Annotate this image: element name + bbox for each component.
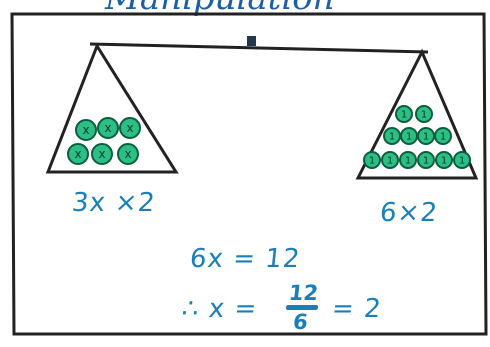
svg-text:1: 1 [389,132,395,143]
equation-line-1: 6x = 12 [188,244,302,274]
fraction-numerator: 12 [287,281,320,305]
right-ball: 1 [435,151,453,169]
svg-text:1: 1 [441,156,447,167]
right-ball: 1 [415,105,433,123]
svg-text:1: 1 [440,132,446,143]
left-pan-caption: 3x ×2 [70,188,158,218]
svg-text:1: 1 [369,156,375,167]
svg-text:1: 1 [421,110,427,121]
svg-text:1: 1 [387,156,393,167]
right-ball: 1 [400,127,418,145]
equation-line-2-lhs: ∴ x = [180,294,259,324]
right-ball: 1 [434,127,452,145]
svg-text:1: 1 [405,156,411,167]
svg-text:x: x [82,123,89,137]
scale-pivot [247,36,256,46]
scale-beam [89,42,429,54]
frame-border [10,12,488,336]
right-ball: 1 [383,127,401,145]
svg-text:x: x [126,121,133,135]
right-pan [355,48,479,180]
svg-text:x: x [124,147,131,161]
svg-text:1: 1 [406,132,412,143]
right-ball: 1 [395,105,413,123]
svg-text:1: 1 [401,110,407,121]
right-ball: 1 [417,151,435,169]
left-ball: x [97,117,119,139]
right-ball: 1 [399,151,417,169]
right-ball: 1 [417,127,435,145]
svg-text:1: 1 [423,132,429,143]
left-ball: x [119,117,141,139]
svg-text:1: 1 [459,156,465,167]
svg-text:x: x [98,147,105,161]
left-ball: x [91,143,113,165]
right-ball: 1 [381,151,399,169]
right-pan-caption: 6×2 [378,198,440,228]
left-ball: x [67,143,89,165]
fraction: 12 6 [281,281,322,334]
left-ball: x [75,119,97,141]
left-pan [45,42,179,174]
fraction-denominator: 6 [291,310,310,334]
equation-line-2-rhs: = 2 [330,294,384,324]
svg-text:1: 1 [423,156,429,167]
left-ball: x [117,143,139,165]
right-ball: 1 [453,151,471,169]
svg-text:x: x [74,147,81,161]
svg-text:x: x [104,121,111,135]
right-ball: 1 [363,151,381,169]
